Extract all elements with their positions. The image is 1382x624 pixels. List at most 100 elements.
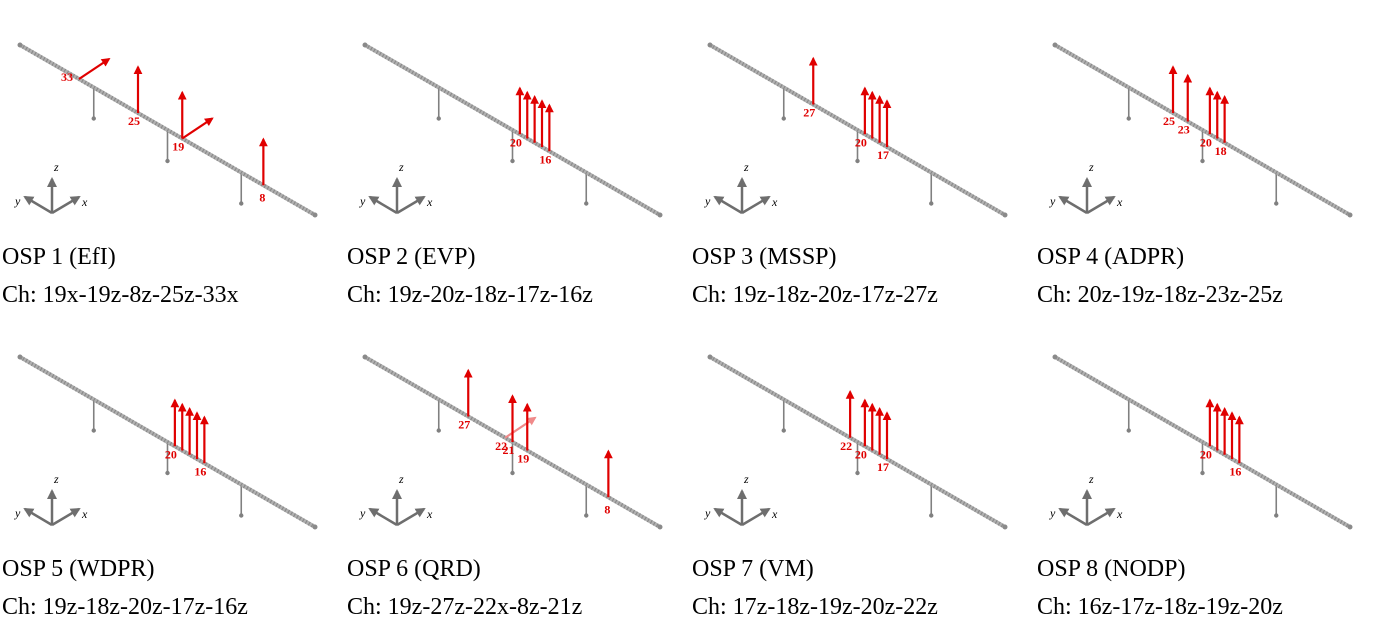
beam bbox=[17, 354, 318, 530]
pier-support bbox=[781, 401, 786, 433]
pier-support bbox=[239, 486, 244, 518]
y-axis-label: y bbox=[704, 506, 711, 520]
node-label: 17 bbox=[877, 148, 889, 162]
beam-end-node bbox=[1002, 524, 1008, 530]
pier-support bbox=[1200, 444, 1205, 476]
x-axis-label: x bbox=[426, 507, 433, 521]
beam-end-node bbox=[1052, 42, 1058, 48]
coordinate-axes: z y x bbox=[1049, 472, 1123, 527]
y-axis-label: y bbox=[1049, 506, 1056, 520]
pier-support bbox=[239, 174, 244, 206]
panel-title: OSP 3 (MSSP) bbox=[692, 244, 837, 270]
x-axis-label: x bbox=[81, 507, 88, 521]
beam-end-node bbox=[312, 212, 318, 218]
z-axis-label: z bbox=[1088, 472, 1094, 486]
node-label: 21 bbox=[503, 443, 515, 457]
channel-list: Ch: 19z-27z-22x-8z-21z bbox=[347, 594, 583, 620]
sensor-arrow-33x bbox=[78, 58, 111, 80]
beam-end-node bbox=[1052, 354, 1058, 360]
pier-support bbox=[929, 174, 934, 206]
node-label: 18 bbox=[1215, 144, 1227, 158]
pier-support bbox=[510, 444, 515, 476]
z-axis-label: z bbox=[398, 472, 404, 486]
x-axis-label: x bbox=[1116, 507, 1123, 521]
sensor-arrow-19x bbox=[181, 117, 214, 140]
pier-support bbox=[1126, 401, 1131, 433]
pier-support bbox=[929, 486, 934, 518]
pier-support bbox=[165, 444, 170, 476]
node-label: 16 bbox=[539, 152, 551, 166]
panel-title: OSP 7 (VM) bbox=[692, 556, 814, 582]
beam-diagram: 20 16 z y x bbox=[14, 354, 318, 530]
z-axis-label: z bbox=[1088, 160, 1094, 174]
node-label: 8 bbox=[604, 502, 610, 516]
node-label: 33 bbox=[61, 70, 73, 84]
pier-support bbox=[855, 444, 860, 476]
coordinate-axes: z y x bbox=[1049, 160, 1123, 215]
panel-title: OSP 5 (WDPR) bbox=[2, 556, 155, 582]
y-axis-label: y bbox=[359, 194, 366, 208]
y-axis-label: y bbox=[1049, 194, 1056, 208]
channel-list: Ch: 16z-17z-18z-19z-20z bbox=[1037, 594, 1283, 620]
pier-support bbox=[584, 174, 589, 206]
panel-title: OSP 2 (EVP) bbox=[347, 244, 476, 270]
beam bbox=[1052, 354, 1353, 530]
pier-support bbox=[781, 89, 786, 121]
z-axis-label: z bbox=[743, 160, 749, 174]
z-axis-label: z bbox=[398, 160, 404, 174]
node-label: 20 bbox=[165, 447, 177, 461]
beam-end-node bbox=[707, 42, 713, 48]
pier-support bbox=[1274, 174, 1279, 206]
beam-end-node bbox=[362, 42, 368, 48]
coordinate-axes: z y x bbox=[359, 472, 433, 527]
node-label: 20 bbox=[1200, 135, 1212, 149]
x-axis-label: x bbox=[426, 195, 433, 209]
node-label: 27 bbox=[458, 418, 470, 432]
coordinate-axes: z y x bbox=[359, 160, 433, 215]
y-axis-label: y bbox=[14, 194, 21, 208]
node-label: 8 bbox=[259, 190, 265, 204]
beam-end-node bbox=[1347, 212, 1353, 218]
z-axis-label: z bbox=[53, 472, 59, 486]
coordinate-axes: z y x bbox=[704, 472, 778, 527]
node-label: 20 bbox=[855, 135, 867, 149]
beam bbox=[1052, 42, 1353, 218]
channel-list: Ch: 20z-19z-18z-23z-25z bbox=[1037, 282, 1283, 308]
beam-end-node bbox=[707, 354, 713, 360]
beam-end-node bbox=[1347, 524, 1353, 530]
beam-end-node bbox=[1002, 212, 1008, 218]
x-axis-label: x bbox=[1116, 195, 1123, 209]
beam bbox=[17, 42, 318, 218]
beam-end-node bbox=[17, 354, 23, 360]
node-label: 16 bbox=[1229, 464, 1241, 478]
node-label: 16 bbox=[194, 464, 206, 478]
y-axis-label: y bbox=[14, 506, 21, 520]
node-label: 25 bbox=[1163, 114, 1175, 128]
x-axis-label: x bbox=[771, 507, 778, 521]
beam-end-node bbox=[362, 354, 368, 360]
channel-list: Ch: 19z-18z-20z-17z-27z bbox=[692, 282, 938, 308]
z-axis-label: z bbox=[743, 472, 749, 486]
y-axis-label: y bbox=[359, 506, 366, 520]
beam-end-node bbox=[17, 42, 23, 48]
pier-support bbox=[91, 401, 96, 433]
node-label: 22 bbox=[840, 439, 852, 453]
beam-end-node bbox=[657, 212, 663, 218]
beam bbox=[362, 42, 663, 218]
node-label: 17 bbox=[877, 460, 889, 474]
beam-end-node bbox=[312, 524, 318, 530]
beam bbox=[707, 42, 1008, 218]
pier-support bbox=[855, 132, 860, 164]
